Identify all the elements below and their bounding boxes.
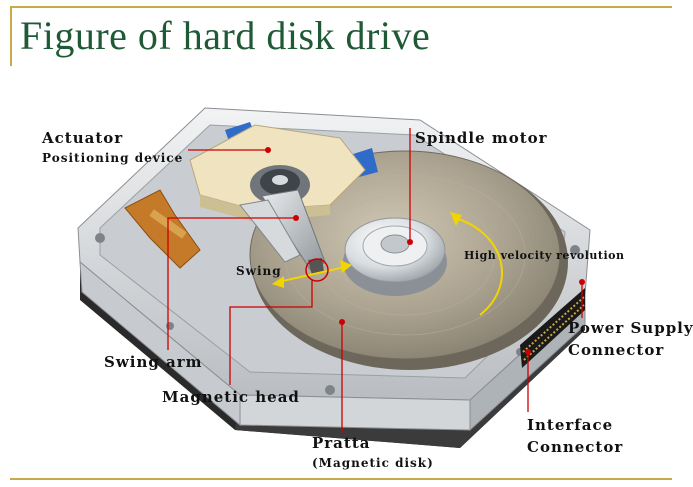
spindle-hub <box>343 217 447 296</box>
top-rule <box>10 6 672 8</box>
label-positioning-device: Positioning device <box>42 151 184 165</box>
label-power-supply-connector: Connector <box>568 341 665 359</box>
label-pratta: Pratta <box>312 434 371 452</box>
callout-dots <box>265 147 585 355</box>
label-magnetic-head: Magnetic head <box>162 388 300 406</box>
left-rule <box>10 6 12 66</box>
magnetic-head-marker <box>305 258 329 282</box>
label-interface-connector: Connector <box>527 438 624 456</box>
swing-arrow <box>272 260 352 288</box>
label-actuator: Actuator <box>42 129 124 147</box>
callout-lines <box>167 128 583 433</box>
label-spindle-motor: Spindle motor <box>415 129 548 147</box>
page-title: Figure of hard disk drive <box>20 13 431 58</box>
label-interface: Interface <box>527 416 614 434</box>
label-high-velocity-revolution: High velocity revolution <box>464 249 625 262</box>
label-swing: Swing <box>236 264 282 278</box>
rotation-arrow <box>450 212 503 316</box>
bottom-rule <box>10 478 672 480</box>
swing-arm <box>239 189 326 275</box>
label-magnetic-disk: (Magnetic disk) <box>312 456 434 470</box>
label-swing-arm: Swing arm <box>104 353 203 371</box>
label-power-supply: Power Supply <box>568 319 693 337</box>
interface-connector-pins <box>520 288 585 368</box>
